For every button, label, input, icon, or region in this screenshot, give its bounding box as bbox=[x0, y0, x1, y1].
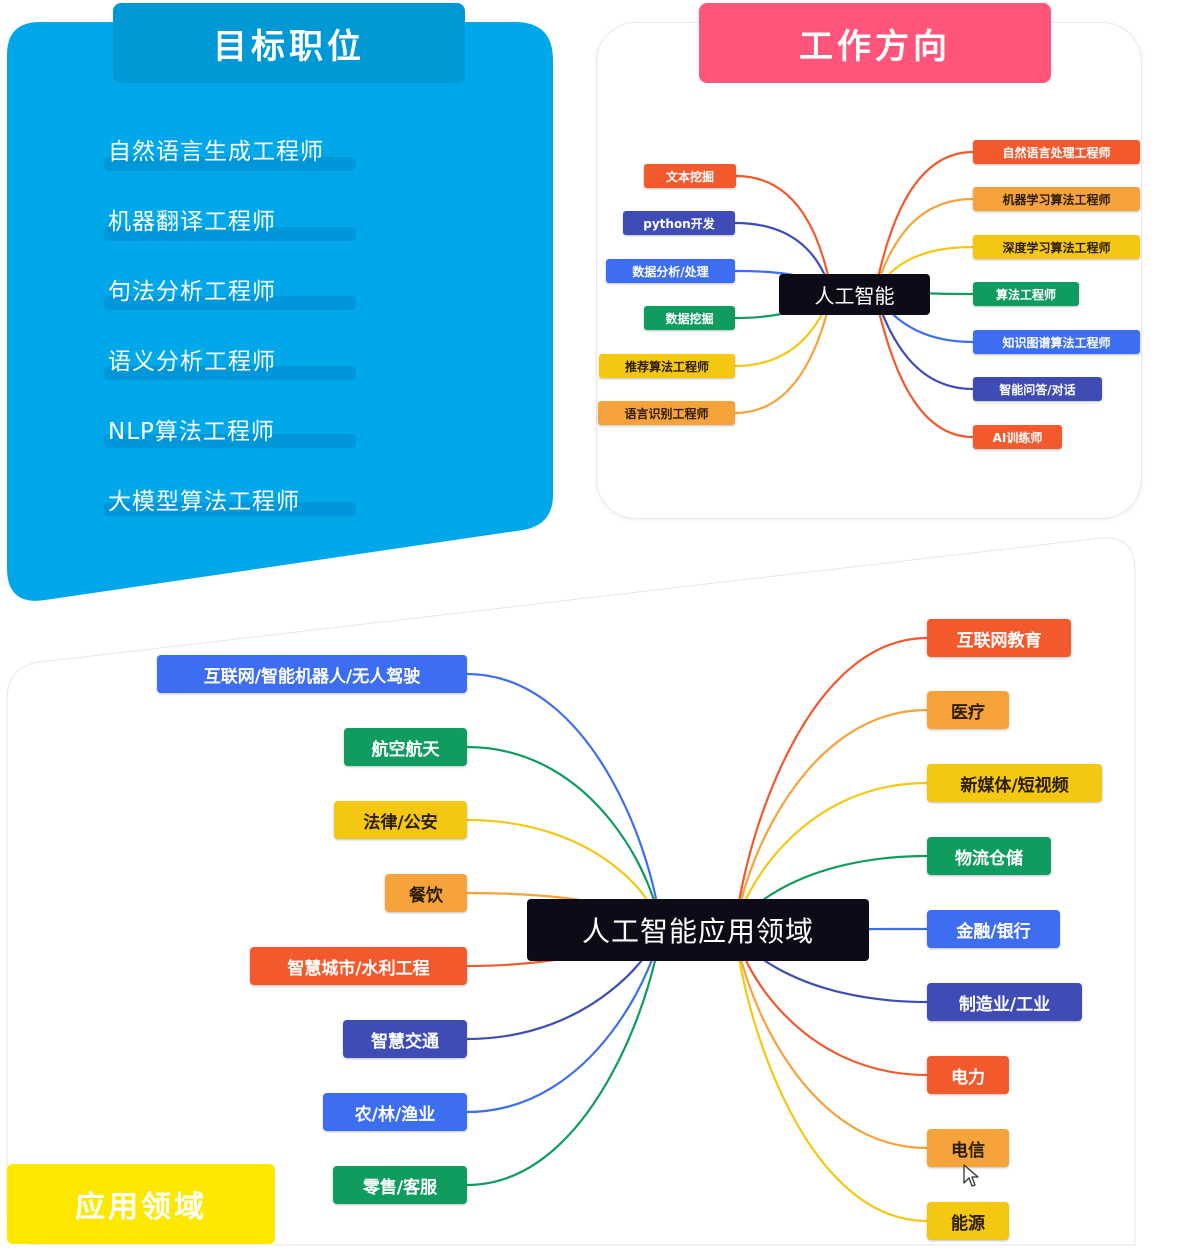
link-curve bbox=[734, 929, 928, 1223]
mouse-cursor-icon bbox=[963, 1164, 979, 1187]
work-direction-node: 算法工程师 bbox=[973, 282, 1079, 306]
job-item: 语义分析工程师 bbox=[108, 349, 276, 375]
application-field-node: 新媒体/短视频 bbox=[927, 764, 1102, 802]
work-direction-node: 自然语言处理工程师 bbox=[973, 140, 1140, 164]
application-field-node: 金融/银行 bbox=[927, 910, 1060, 948]
work-direction-node: AI训练师 bbox=[973, 425, 1062, 449]
application-field-node: 电信 bbox=[927, 1129, 1009, 1167]
application-field-node: 智慧城市/水利工程 bbox=[250, 947, 467, 985]
work-direction-center-node: 人工智能 bbox=[779, 274, 930, 315]
work-direction-node: 数据分析/处理 bbox=[606, 259, 735, 283]
link-curve bbox=[734, 708, 928, 931]
job-underline bbox=[104, 502, 356, 516]
application-field-node: 农/林/渔业 bbox=[323, 1093, 467, 1131]
application-field-node: 物流仓储 bbox=[927, 837, 1051, 875]
target-positions-title: 目标职位 bbox=[113, 3, 465, 83]
link-curve bbox=[734, 929, 928, 1150]
link-curve bbox=[466, 929, 662, 1187]
job-underline bbox=[104, 296, 356, 310]
link-curve bbox=[734, 636, 928, 931]
job-item: 机器翻译工程师 bbox=[108, 209, 276, 235]
job-underline bbox=[104, 434, 356, 448]
application-fields-title: 应用领域 bbox=[7, 1164, 275, 1244]
job-item: 大模型算法工程师 bbox=[108, 489, 300, 515]
application-field-node: 互联网/智能机器人/无人驾驶 bbox=[157, 655, 467, 693]
work-direction-node: 语言识别工程师 bbox=[598, 401, 735, 425]
application-fields-center-node: 人工智能应用领域 bbox=[527, 899, 869, 961]
job-underline bbox=[104, 366, 356, 380]
work-direction-node: 文本挖掘 bbox=[644, 164, 736, 188]
application-field-node: 智慧交通 bbox=[343, 1020, 467, 1058]
job-item: NLP算法工程师 bbox=[108, 419, 275, 445]
work-direction-node: 推荐算法工程师 bbox=[599, 354, 735, 378]
job-item: 自然语言生成工程师 bbox=[108, 139, 324, 165]
work-direction-node: 数据挖掘 bbox=[644, 306, 735, 330]
application-field-node: 能源 bbox=[927, 1202, 1009, 1240]
work-direction-node: 智能问答/对话 bbox=[973, 377, 1102, 401]
work-direction-node: 深度学习算法工程师 bbox=[973, 235, 1140, 259]
work-direction-node: python开发 bbox=[623, 211, 735, 235]
application-field-node: 电力 bbox=[927, 1056, 1009, 1094]
application-field-node: 航空航天 bbox=[344, 728, 467, 766]
application-field-node: 互联网教育 bbox=[927, 619, 1071, 657]
target-positions-panel bbox=[7, 22, 553, 601]
application-field-node: 法律/公安 bbox=[334, 801, 467, 839]
work-direction-title: 工作方向 bbox=[699, 3, 1051, 83]
link-curve bbox=[466, 672, 662, 931]
work-direction-node: 知识图谱算法工程师 bbox=[973, 330, 1140, 354]
application-field-node: 制造业/工业 bbox=[927, 983, 1082, 1021]
job-item: 句法分析工程师 bbox=[108, 279, 276, 305]
work-direction-node: 机器学习算法工程师 bbox=[973, 187, 1140, 211]
application-field-node: 零售/客服 bbox=[333, 1166, 467, 1204]
job-underline bbox=[104, 157, 356, 171]
job-underline bbox=[104, 227, 356, 241]
application-field-node: 医疗 bbox=[927, 691, 1009, 729]
application-field-node: 餐饮 bbox=[385, 874, 467, 912]
